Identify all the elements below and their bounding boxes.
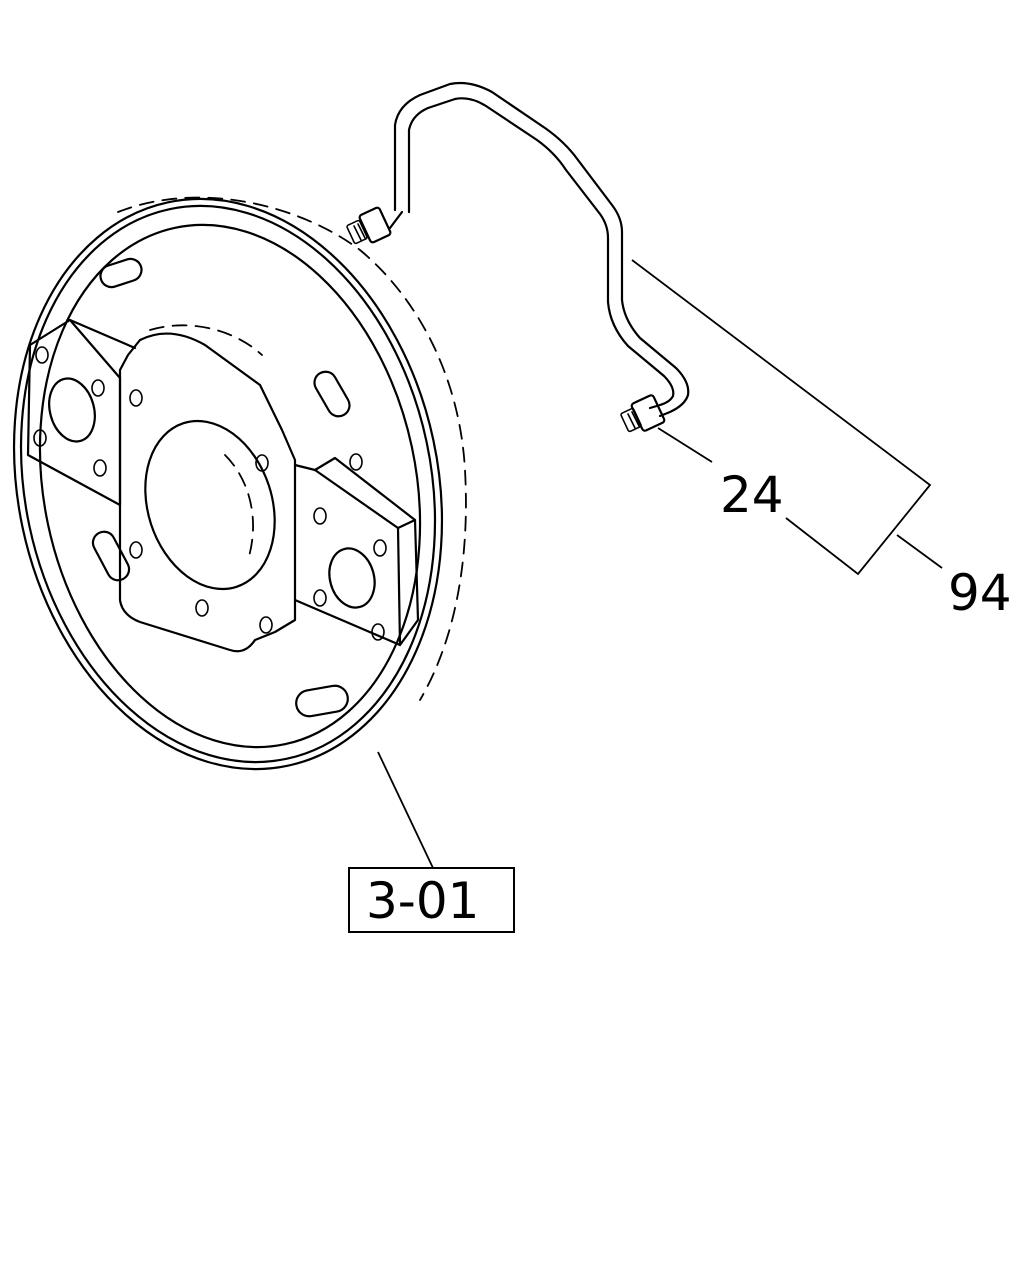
leader-lines: [377, 259, 943, 869]
reference-label: 3-01: [366, 872, 479, 930]
pipe-upper-fitting: [346, 206, 404, 245]
pipe-lower-fitting: [620, 394, 666, 433]
reference-box-3-01: 3-01: [348, 867, 515, 933]
callout-part-24: 24: [720, 466, 784, 524]
callout-part-94: 94: [948, 564, 1012, 622]
brake-pipe: [346, 81, 690, 433]
brake-backing-plate: [12, 196, 467, 771]
